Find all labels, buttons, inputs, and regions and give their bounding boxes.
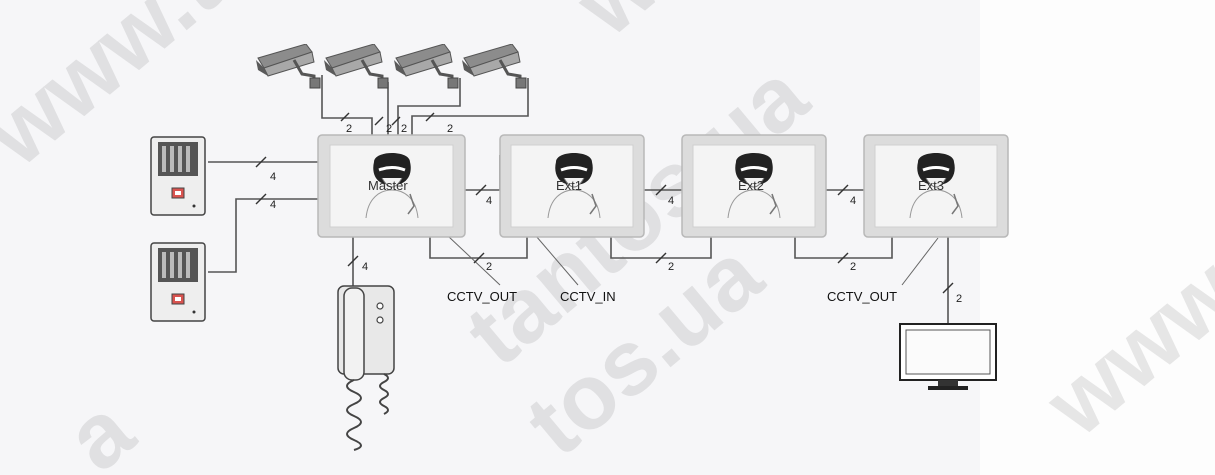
wire-camera-4 <box>411 78 529 140</box>
wire-count-door1: 4 <box>270 171 276 183</box>
monitor-ext2: Ext2 <box>681 134 827 238</box>
wire-count-handset: 4 <box>362 261 368 273</box>
monitor-master: Master <box>317 134 466 238</box>
wire-door-panel-2 <box>208 198 318 273</box>
monitor-label-ext1: Ext1 <box>556 178 582 193</box>
monitors: Master Ext1 Ext2 Ext3 <box>317 134 1009 238</box>
wire-count-cctv-ext2-ext3: 2 <box>850 261 856 273</box>
monitor-label-master: Master <box>368 178 408 193</box>
wire-count-cctv-ext1-ext2: 2 <box>668 261 674 273</box>
wire-count-cam2: 2 <box>386 123 392 135</box>
cctv-out-label: CCTV_OUT <box>827 289 897 304</box>
monitor-ext1: Ext1 <box>499 134 645 238</box>
wire-count-tv: 2 <box>956 293 962 305</box>
wire-count-cam1: 2 <box>346 123 352 135</box>
door-panel-icon <box>150 242 206 322</box>
cctv-out-label: CCTV_OUT <box>447 289 517 304</box>
wire-count-ext1-ext2: 4 <box>668 195 674 207</box>
monitor-label-ext2: Ext2 <box>738 178 764 193</box>
diagram-right-panel <box>980 0 1215 475</box>
cctv-in-label: CCTV_IN <box>560 289 616 304</box>
port-labels: CCTV_OUT CCTV_IN CCTV_OUT <box>447 289 897 304</box>
wire-camera-1 <box>321 75 373 140</box>
wire-count-cctv-master-ext1: 2 <box>486 261 492 273</box>
door-panel-icon <box>150 136 206 216</box>
wire-counts: 2 2 2 2 4 4 4 4 4 4 2 2 2 2 <box>255 112 962 305</box>
pointer-cctv-out-1 <box>447 235 501 286</box>
wire-camera-3 <box>397 78 461 140</box>
monitor-label-ext3: Ext3 <box>918 178 944 193</box>
wire-count-master-ext1: 4 <box>486 195 492 207</box>
pointer-cctv-in <box>535 235 579 286</box>
wire-count-cam3: 2 <box>401 123 407 135</box>
tv-monitor-icon <box>899 323 997 390</box>
wire-count-ext2-ext3: 4 <box>850 195 856 207</box>
wire-count-door2: 4 <box>270 199 276 211</box>
monitor-ext3: Ext3 <box>863 134 1009 238</box>
pointer-cctv-out-2 <box>901 237 939 286</box>
wire-count-cam4: 2 <box>447 123 453 135</box>
handset-icon <box>337 285 395 451</box>
